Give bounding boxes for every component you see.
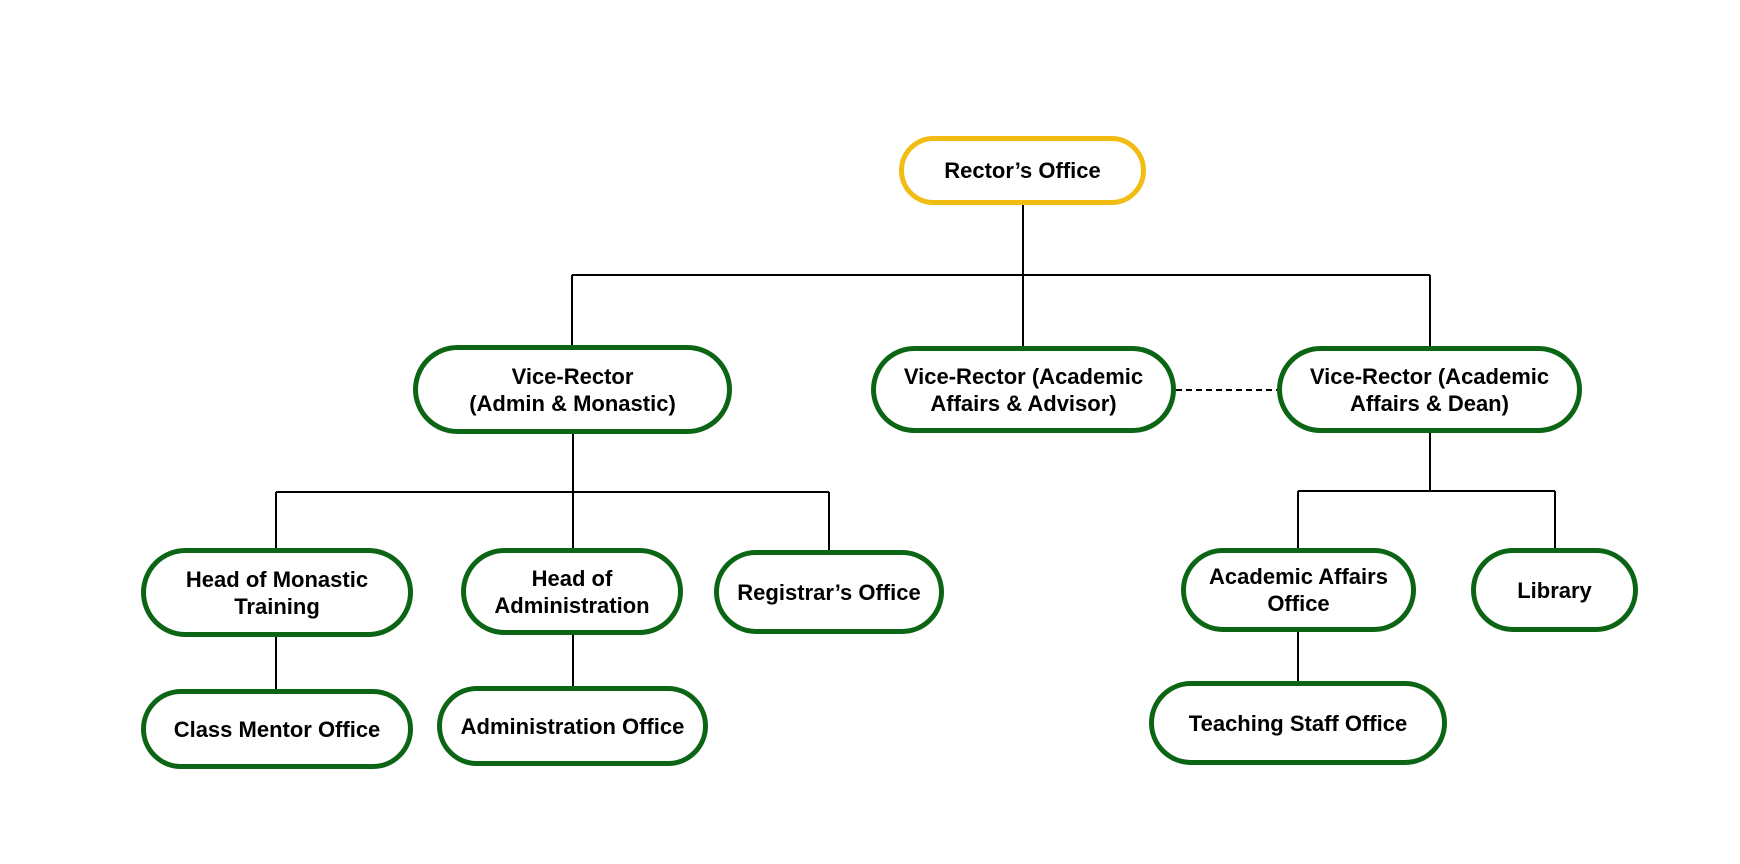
vice-rector-academic-dean-label: Vice-Rector (Academic Affairs & Dean) bbox=[1309, 363, 1550, 416]
registrars-office-label: Registrar’s Office bbox=[737, 579, 921, 605]
vice-rector-academic-advisor-label: Vice-Rector (Academic Affairs & Advisor) bbox=[903, 363, 1144, 416]
library-label: Library bbox=[1517, 577, 1592, 603]
academic-affairs-office-node: Academic Affairs Office bbox=[1181, 548, 1416, 632]
academic-affairs-office-label: Academic Affairs Office bbox=[1209, 564, 1388, 616]
head-of-monastic-training-node: Head of Monastic Training bbox=[141, 548, 413, 637]
teaching-staff-office-label: Teaching Staff Office bbox=[1188, 710, 1408, 736]
vice-rector-academic-advisor-node: Vice-Rector (Academic Affairs & Advisor) bbox=[871, 346, 1176, 433]
class-mentor-office-node: Class Mentor Office bbox=[141, 689, 413, 769]
vice-rector-admin-monastic-node: Vice-Rector (Admin & Monastic) bbox=[413, 345, 732, 434]
head-of-monastic-training-label: Head of Monastic Training bbox=[185, 566, 369, 619]
class-mentor-office-label: Class Mentor Office bbox=[173, 716, 381, 742]
head-of-administration-label: Head of Administration bbox=[494, 565, 650, 618]
administration-office-label: Administration Office bbox=[460, 713, 685, 739]
administration-office-node: Administration Office bbox=[437, 686, 708, 766]
vice-rector-academic-dean-node: Vice-Rector (Academic Affairs & Dean) bbox=[1277, 346, 1582, 433]
library-node: Library bbox=[1471, 548, 1638, 632]
rectors-office-label: Rector’s Office bbox=[944, 158, 1101, 183]
rectors-office-node: Rector’s Office bbox=[899, 136, 1146, 205]
vice-rector-admin-monastic-label: Vice-Rector (Admin & Monastic) bbox=[469, 363, 676, 416]
head-of-administration-node: Head of Administration bbox=[461, 548, 683, 635]
registrars-office-node: Registrar’s Office bbox=[714, 550, 944, 634]
teaching-staff-office-node: Teaching Staff Office bbox=[1149, 681, 1447, 765]
